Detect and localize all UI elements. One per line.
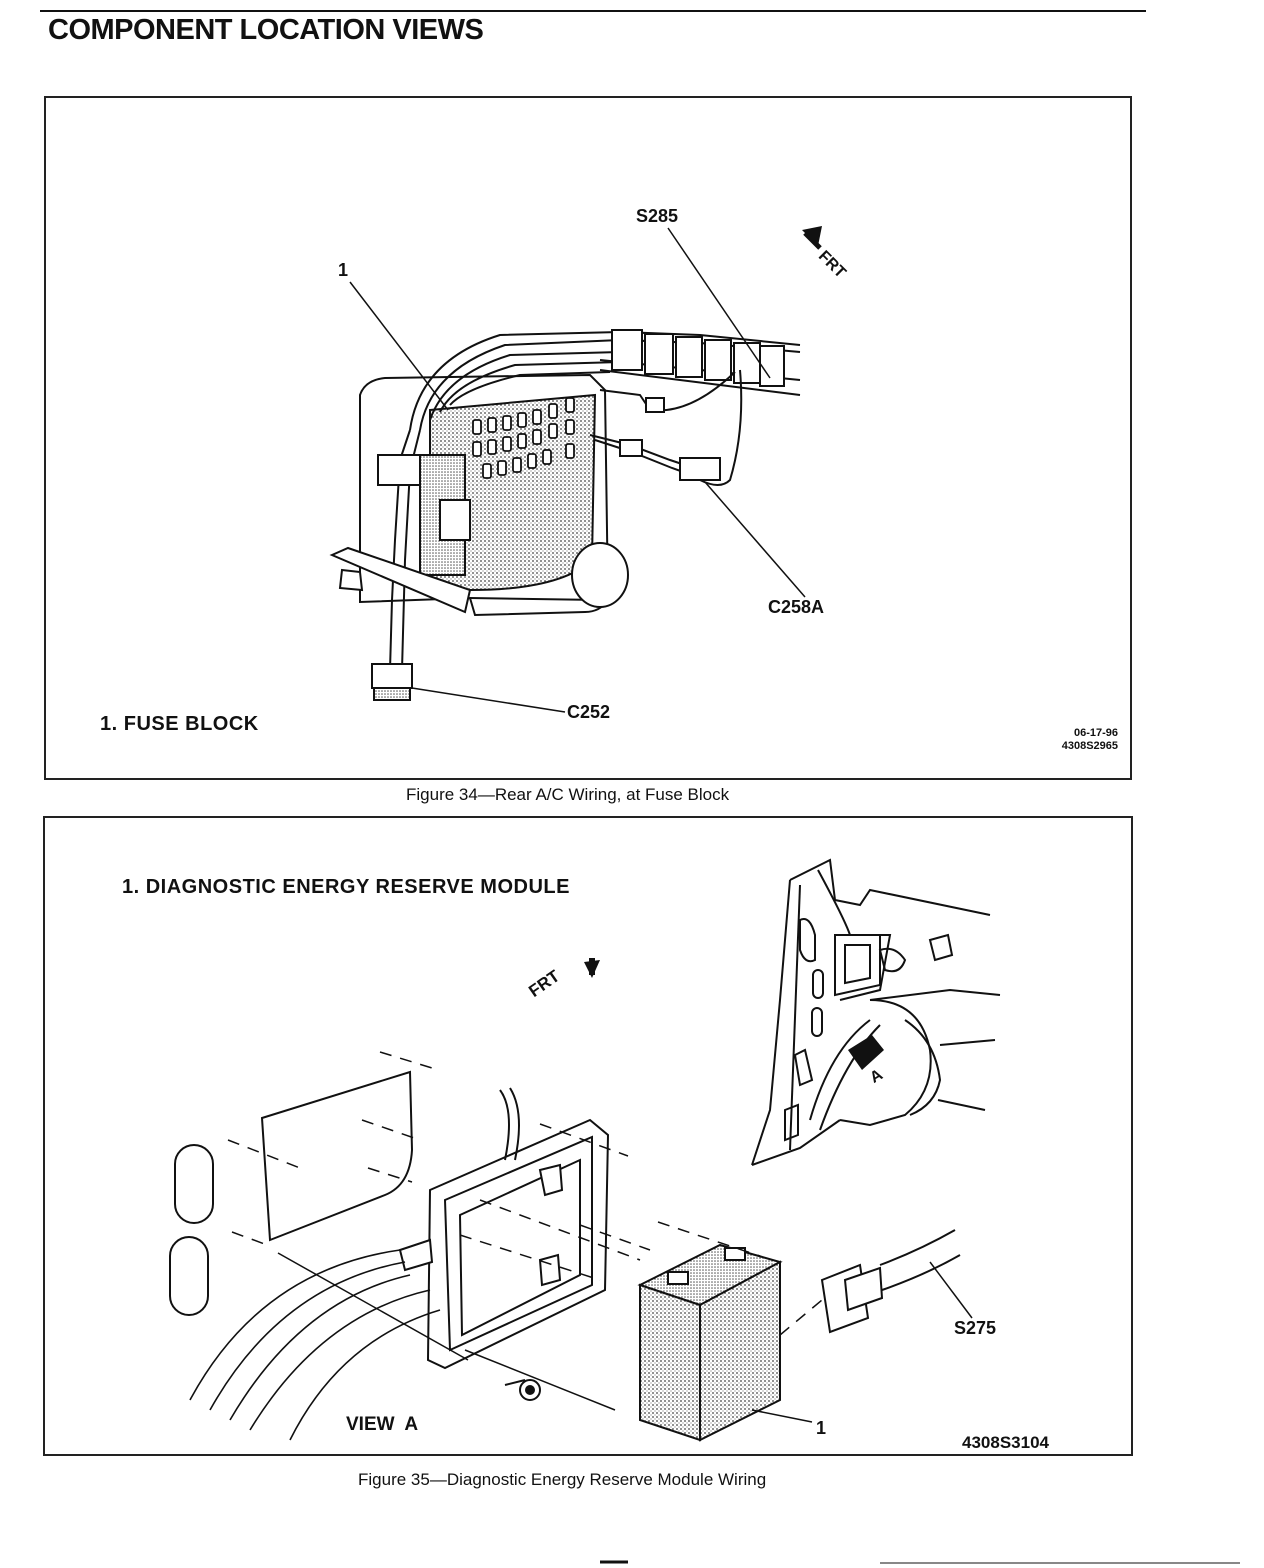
label-callout-1: 1	[338, 260, 349, 280]
figure-35-caption: Figure 35—Diagnostic Energy Reserve Modu…	[358, 1470, 767, 1489]
oval-plugs	[169, 1144, 214, 1316]
figure-34-code: 4308S2965	[1061, 740, 1118, 752]
figure-35-code: 4308S3104	[962, 1433, 1049, 1452]
c258a-pigtail	[589, 369, 743, 486]
figure-34-legend: 1. FUSE BLOCK	[100, 713, 259, 735]
page-title: COMPONENT LOCATION VIEWS	[48, 14, 484, 46]
label-s275: S275	[954, 1318, 997, 1338]
vehicle-body-view	[751, 858, 1001, 1166]
s275-connector	[820, 1229, 961, 1334]
figure-34-caption: Figure 34—Rear A/C Wiring, at Fuse Block	[406, 785, 730, 804]
label-c258a: C258A	[768, 597, 825, 617]
figure-34-leaders	[349, 227, 806, 713]
mounting-bracket	[398, 1087, 610, 1370]
figure-35-leaders	[751, 1261, 973, 1423]
frt-arrow-icon	[584, 958, 600, 978]
harness-curves	[189, 1249, 441, 1441]
label-view-a: VIEW A	[346, 1414, 419, 1435]
derm-module	[637, 1243, 783, 1442]
bolt-icon	[504, 1379, 541, 1401]
main-harness	[409, 329, 801, 431]
cover-panel	[260, 1070, 414, 1242]
figure-34-date: 06-17-96	[1073, 727, 1118, 739]
figure-35-legend: 1. DIAGNOSTIC ENERGY RESERVE MODULE	[122, 876, 570, 898]
label-c252: C252	[567, 702, 611, 722]
assembly-lines	[227, 1051, 823, 1336]
label-s285: S285	[636, 206, 679, 226]
frt-arrow-icon	[802, 226, 822, 250]
label-callout-1: 1	[816, 1418, 827, 1438]
left-harness	[329, 429, 472, 701]
view-a-arrow-icon	[848, 1035, 884, 1070]
fuse-block	[359, 373, 629, 617]
